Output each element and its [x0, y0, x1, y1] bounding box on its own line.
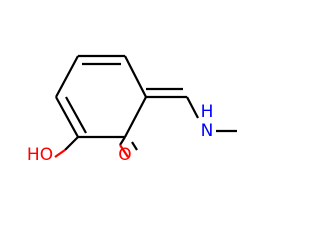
bond-c6-c1 — [55, 55, 79, 98]
hydroxyl-label: HO — [27, 145, 53, 165]
bond-ch-n — [186, 96, 199, 119]
bond-c2-c3 — [124, 55, 147, 98]
carbonyl-oxygen-label: O — [118, 145, 131, 165]
bond-c5-c6 — [55, 96, 79, 138]
bond-c4-o-double — [131, 141, 138, 151]
molecule-diagram: HO O N H — [27, 54, 237, 165]
bond-c5-oh — [64, 136, 79, 151]
amine-nitrogen-label: N — [201, 121, 214, 141]
bond-c5-oh-red — [54, 149, 66, 158]
bond-c3-c4 — [124, 96, 147, 138]
amine-hydrogen-label: H — [201, 102, 214, 122]
bond-c4-o — [119, 136, 126, 146]
bond-c5-c6-double — [65, 96, 87, 134]
structure-drawing: HO O N H — [27, 54, 237, 165]
bond-c4-o-red — [119, 144, 129, 158]
